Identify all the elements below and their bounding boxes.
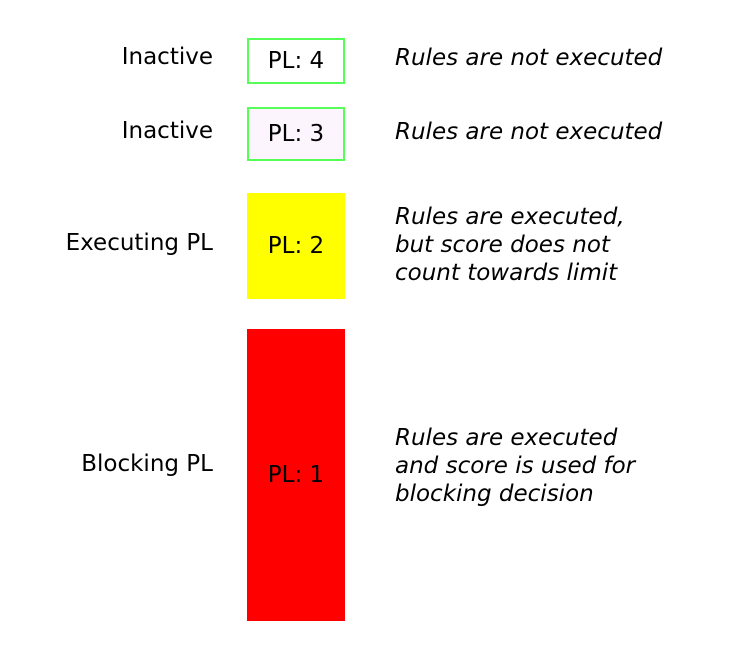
- description-line: Rules are not executed: [395, 45, 663, 71]
- description-line: Rules are not executed: [395, 119, 663, 145]
- description-pl4: Rules are not executed: [395, 44, 725, 72]
- description-line: count towards limit: [395, 260, 618, 286]
- pl-box-pl4: PL: 4: [247, 38, 345, 84]
- state-label-pl4: Inactive: [121, 44, 213, 70]
- pl-box-pl1: PL: 1: [247, 329, 345, 621]
- pl-box-pl3: PL: 3: [247, 107, 345, 161]
- description-line: but score does not: [395, 232, 610, 258]
- pl-box-label-pl1: PL: 1: [267, 461, 325, 488]
- description-pl3: Rules are not executed: [395, 118, 725, 146]
- diagram-row-pl4: Inactive PL: 4 Rules are not executed: [0, 0, 743, 100]
- description-pl1: Rules are executed and score is used for…: [395, 424, 725, 508]
- pl-box-pl2: PL: 2: [247, 193, 345, 299]
- pl-box-label-pl3: PL: 3: [267, 120, 325, 147]
- description-pl2: Rules are executed, but score does not c…: [395, 203, 725, 287]
- description-line: Rules are executed: [395, 425, 618, 451]
- diagram-row-pl2: Executing PL PL: 2 Rules are executed, b…: [0, 185, 743, 320]
- description-line: and score is used for: [395, 453, 636, 479]
- state-label-pl1: Blocking PL: [81, 451, 213, 477]
- diagram-row-pl3: Inactive PL: 3 Rules are not executed: [0, 100, 743, 185]
- diagram-row-pl1: Blocking PL PL: 1 Rules are executed and…: [0, 320, 743, 665]
- description-line: blocking decision: [395, 481, 594, 507]
- pl-box-label-pl4: PL: 4: [267, 47, 325, 74]
- state-label-pl3: Inactive: [121, 118, 213, 144]
- description-line: Rules are executed,: [395, 204, 625, 230]
- state-label-pl2: Executing PL: [65, 230, 213, 256]
- pl-box-label-pl2: PL: 2: [267, 232, 325, 259]
